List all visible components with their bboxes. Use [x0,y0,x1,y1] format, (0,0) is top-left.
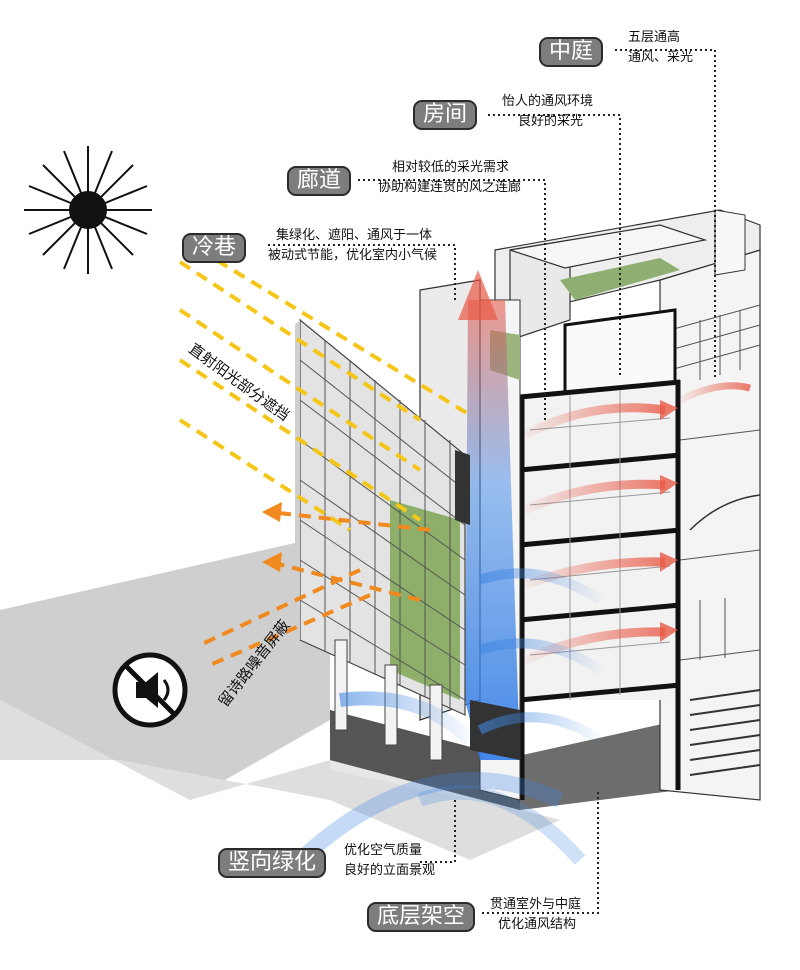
courtyard-tag: 中庭 [539,37,604,67]
corridor-tag: 廊道 [287,166,352,196]
corridor-line1: 相对较低的采光需求 [392,160,510,175]
noise-rays [199,502,431,667]
cold-lane-tag: 冷巷 [182,233,247,263]
no-sound-icon [112,652,188,728]
corridor-line2: 协助构建连贯的风之连廊 [378,180,522,195]
courtyard-line2: 通风、采光 [628,50,694,65]
stilt-floor-line1: 贯通室外与中庭 [490,897,582,912]
courtyard-line1: 五层通高 [628,30,681,45]
room-line1: 怡人的通风环境 [502,94,594,109]
corridor-note: 相对较低的采光需求 协助构建连贯的风之连廊 [378,158,521,198]
courtyard-note: 五层通高 通风、采光 [628,28,693,68]
leader-lines [268,49,716,914]
cold-lane-line2: 被动式节能，优化室内小气候 [268,248,438,263]
sun-rays [178,248,472,532]
sun-icon [24,146,152,274]
cold-lane-note: 集绿化、遮阳、通风于一体 被动式节能，优化室内小气候 [268,226,437,266]
cold-lane-line1: 集绿化、遮阳、通风于一体 [276,228,433,243]
vertical-green-line1: 优化空气质量 [344,843,423,858]
vertical-green-line2: 良好的立面景观 [344,863,436,878]
stilt-floor-note: 贯通室外与中庭 优化通风结构 [490,895,581,935]
room-tag: 房间 [413,100,478,130]
warm-air-flow [522,382,751,665]
facade-screen [295,318,470,716]
room-line2: 良好的采光 [518,114,584,129]
stilt-floor-line2: 优化通风结构 [498,917,577,932]
stilt-floor-tag: 底层架空 [367,902,476,932]
room-note: 怡人的通风环境 良好的采光 [502,92,593,132]
vertical-green-note: 优化空气质量 良好的立面景观 [344,841,435,881]
vertical-green-tag: 竖向绿化 [218,848,327,878]
cool-air-flow [294,568,603,866]
